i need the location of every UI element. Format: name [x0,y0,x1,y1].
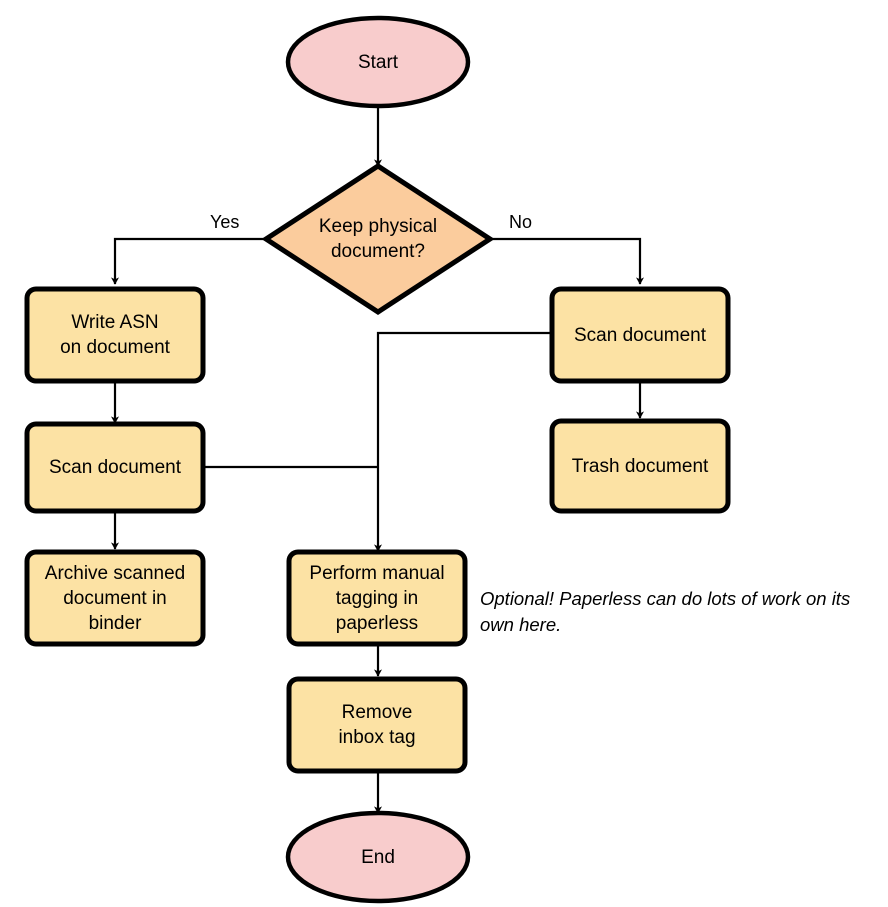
node-trash-document[interactable] [549,418,731,514]
node-remove-inbox-tag[interactable] [286,676,468,774]
node-scan-document-right[interactable] [549,286,731,384]
node-keep-physical-document[interactable] [261,163,495,315]
edge-label-no: No [509,212,533,232]
node-archive-scanned-document[interactable] [24,549,206,647]
node-write-asn[interactable] [24,286,206,384]
node-end[interactable] [285,810,471,904]
node-perform-manual-tagging[interactable] [286,549,468,647]
edge-label-yes: Yes [210,212,240,232]
node-scan-document-left[interactable] [24,421,206,514]
edge-scan-right-to-tagging [374,331,552,552]
edge-decision-no-to-scan-right [490,237,644,285]
optional-note: Optional! Paperless can do lots of work … [480,588,851,635]
edge-decision-yes-to-write-asn [111,237,266,285]
node-start[interactable] [285,15,471,109]
connector-layer [111,105,644,814]
